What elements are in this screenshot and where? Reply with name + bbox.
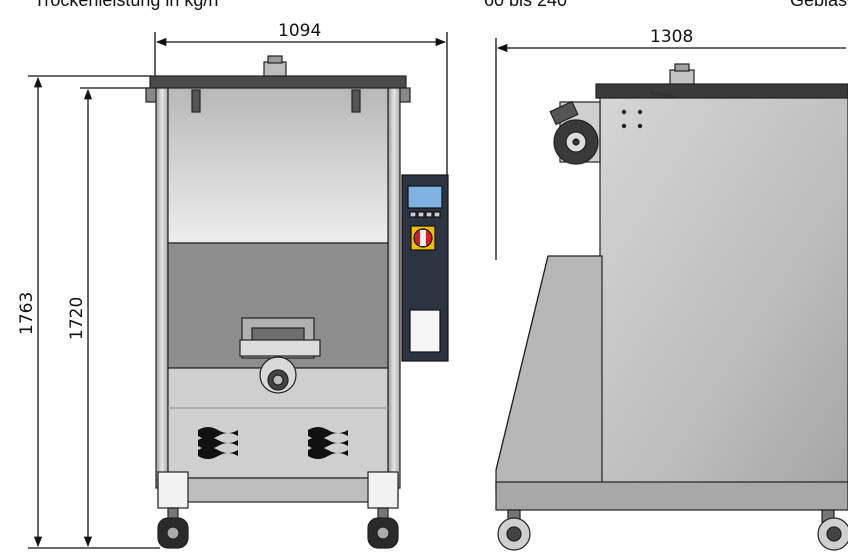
control-panel [401,174,449,362]
dimension-lines [28,32,846,549]
vent-left [198,427,238,459]
dimension-body-height: 1720 [67,297,87,340]
blower [549,100,601,165]
header-blower-label: Gebläse [790,0,848,10]
dimension-front-width: 1094 [278,21,321,41]
dimension-total-height: 1763 [17,292,37,335]
side-view [495,63,848,551]
header-throughput-label: Trockenleistung in kg/h [34,0,219,10]
vent-right [308,427,348,459]
front-view [145,55,411,549]
dimension-side-depth: 1308 [650,27,693,47]
header-throughput-value: 60 bis 240 [484,0,568,10]
